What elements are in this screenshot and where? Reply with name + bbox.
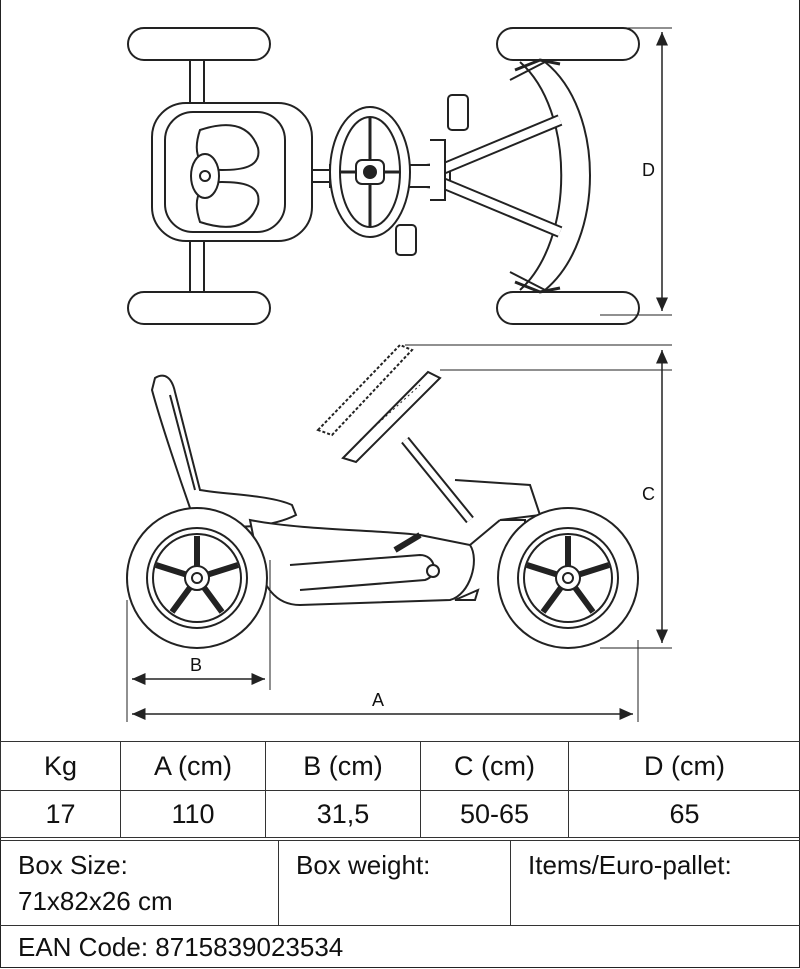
euro-pallet-label: Items/Euro-pallet:	[528, 850, 732, 880]
steering-wheel-top	[329, 106, 411, 238]
value-kg: 17	[0, 790, 121, 838]
box-size-cell: Box Size: 71x82x26 cm	[0, 841, 278, 925]
dimension-c-label: C	[642, 484, 655, 504]
seat-top	[151, 102, 313, 242]
front-wheel-side	[497, 507, 639, 649]
value-a: 110	[120, 790, 266, 838]
ean-code: EAN Code: 8715839023534	[18, 932, 344, 962]
dimension-a-label: A	[372, 690, 384, 710]
box-size-value: 71x82x26 cm	[18, 886, 173, 916]
box-size-label: Box Size:	[18, 850, 128, 880]
divider	[510, 841, 511, 925]
dimension-d-label: D	[642, 160, 655, 180]
euro-pallet-cell: Items/Euro-pallet:	[510, 841, 800, 925]
value-c: 50-65	[420, 790, 569, 838]
value-d: 65	[568, 790, 800, 838]
spec-value-row: 17 110 31,5 50-65 65	[0, 790, 800, 838]
box-info-row: Box Size: 71x82x26 cm Box weight: Items/…	[0, 840, 800, 926]
rear-left-wheel	[127, 27, 271, 61]
box-weight-cell: Box weight:	[278, 841, 510, 925]
value-b: 31,5	[265, 790, 421, 838]
steering-wheel-side-raised	[316, 343, 414, 437]
header-kg: Kg	[0, 741, 121, 791]
divider	[278, 841, 279, 925]
header-b: B (cm)	[265, 741, 421, 791]
go-kart-technical-drawing: D	[126, 27, 672, 722]
header-d: D (cm)	[568, 741, 800, 791]
dimension-b-label: B	[190, 655, 202, 675]
seat-side	[150, 374, 298, 528]
kart-top-view	[127, 27, 672, 325]
header-c: C (cm)	[420, 741, 569, 791]
front-left-wheel	[496, 27, 640, 61]
spec-table: Kg A (cm) B (cm) C (cm) D (cm) 17 110 31…	[0, 741, 800, 838]
spec-header-row: Kg A (cm) B (cm) C (cm) D (cm)	[0, 741, 800, 791]
pedal-top	[447, 94, 469, 131]
rear-wheel-side	[126, 507, 268, 649]
rear-right-wheel	[127, 291, 271, 325]
kart-side-view	[126, 343, 672, 722]
steering-wheel-side	[341, 370, 442, 464]
box-weight-label: Box weight:	[296, 850, 431, 880]
header-a: A (cm)	[120, 741, 266, 791]
front-right-wheel	[496, 291, 640, 325]
